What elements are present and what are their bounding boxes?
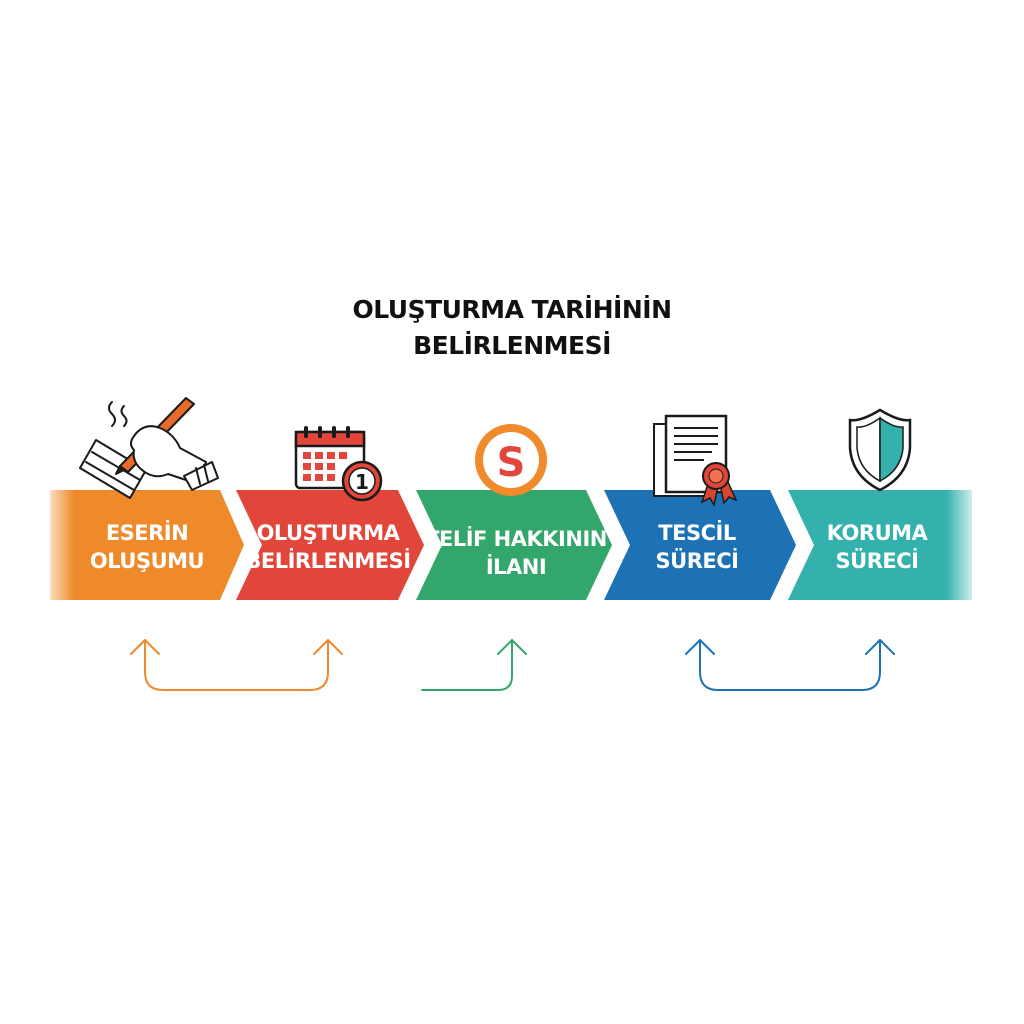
page-title: OLUŞTURMA TARİHİNİN BELİRLENMESİ	[0, 292, 1024, 364]
s-letter: S	[497, 440, 526, 486]
step-3-chevron	[416, 490, 612, 600]
step-1-label-line-1: ESERİN	[106, 520, 188, 545]
left-edge-fade	[40, 486, 74, 604]
title-line-1: OLUŞTURMA TARİHİNİN	[352, 295, 672, 324]
step-5-label-line-2: SÜRECİ	[836, 548, 919, 573]
step-1: ESERİN OLUŞUMU	[50, 490, 244, 600]
step-2-chevron	[236, 490, 424, 600]
step-2: OLUŞTURMA BELİRLENMESİ	[236, 490, 424, 600]
step-4-chevron	[604, 490, 796, 600]
calendar-number: 1	[355, 470, 369, 494]
s-badge-icon: S	[475, 424, 547, 496]
right-edge-fade	[946, 486, 980, 604]
step-1-chevron	[50, 490, 244, 600]
step-5-chevron	[788, 490, 972, 600]
connector-arrow-1-2	[130, 639, 343, 691]
step-2-label-line-2: BELİRLENMESİ	[245, 548, 410, 573]
step-1-label-line-2: OLUŞUMU	[90, 549, 204, 573]
step-5-label-line-1: KORUMA	[827, 521, 929, 545]
step-4-label-line-2: SÜRECİ	[656, 548, 739, 573]
step-3-label-line-1: TELİF HAKKININ	[425, 526, 607, 551]
hand-writing-icon	[79, 397, 219, 499]
shield-icon	[848, 408, 912, 492]
calendar-icon: 1	[294, 426, 383, 502]
step-4-label-line-1: TESCİL	[658, 520, 736, 545]
certificate-icon	[653, 414, 738, 508]
step-3-label-line-2: İLANI	[486, 554, 546, 579]
step-2-label-line-1: OLUŞTURMA	[257, 521, 401, 545]
connector-arrow-4-5	[685, 639, 895, 691]
step-5: KORUMA SÜRECİ	[788, 490, 972, 600]
step-4: TESCİL SÜRECİ	[604, 490, 796, 600]
connector-arrow-3	[421, 639, 527, 691]
step-3: TELİF HAKKININ İLANI	[416, 490, 612, 600]
title-line-2: BELİRLENMESİ	[413, 331, 611, 360]
